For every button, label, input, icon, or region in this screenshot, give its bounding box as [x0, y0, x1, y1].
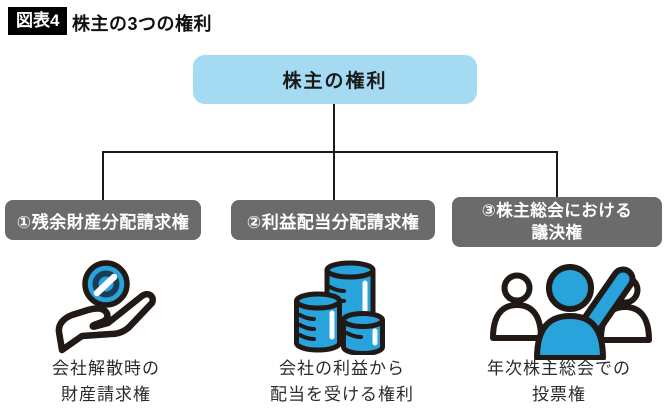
branch-node-voting-right: ③株主総会における 議決権: [452, 197, 662, 247]
caption-line1: 会社の利益から: [279, 359, 405, 378]
caption-line2: 財産請求権: [61, 384, 151, 404]
root-node-shareholder-rights: 株主の権利: [193, 55, 477, 104]
branch-node-dividend-claim: ②利益配当分配請求権: [231, 200, 435, 240]
connector-branch3-vertical: [556, 151, 558, 197]
voting-people-icon: [486, 252, 656, 360]
caption-line1: 会社解散時の: [52, 359, 160, 378]
caption-line1: 年次株主総会での: [487, 359, 631, 378]
caption-line2: 配当を受ける権利: [270, 384, 414, 404]
caption-voting: 年次株主総会での 投票権: [448, 356, 670, 407]
connector-horizontal: [102, 151, 558, 153]
connector-branch2-vertical: [333, 151, 335, 200]
branch-label: ①残余財産分配請求権: [16, 212, 190, 232]
caption-line2: 投票権: [532, 384, 586, 404]
figure-title: 株主の3つの権利: [72, 14, 213, 34]
caption-residual-assets: 会社解散時の 財産請求権: [0, 356, 212, 407]
coin-stacks-icon: [292, 255, 398, 355]
branch-label-line1: ③株主総会における: [481, 201, 633, 220]
figure-number-badge: 図表4: [8, 7, 68, 35]
branch-label-line2: 議決権: [531, 224, 583, 242]
branch-label: ②利益配当分配請求権: [246, 212, 420, 232]
connector-root-vertical: [333, 104, 335, 152]
caption-dividend: 会社の利益から 配当を受ける権利: [228, 356, 456, 407]
connector-branch1-vertical: [102, 151, 104, 200]
branch-node-residual-assets: ①残余財産分配請求権: [5, 200, 201, 240]
coin-in-hand-icon: [48, 256, 162, 354]
